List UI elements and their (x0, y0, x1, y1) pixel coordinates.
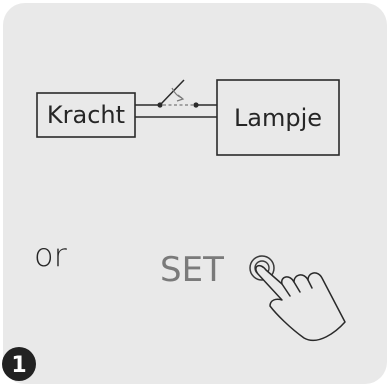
set-button-label: SET (160, 250, 224, 290)
switch-icon (157, 79, 199, 108)
pointing-hand-icon (255, 264, 346, 342)
alternative-label: or (34, 236, 68, 274)
step-badge: 1 (2, 347, 36, 381)
step-number: 1 (11, 353, 26, 378)
power-label: Kracht (47, 101, 125, 129)
power-box (36, 92, 136, 138)
lamp-label: Lampje (234, 104, 322, 132)
